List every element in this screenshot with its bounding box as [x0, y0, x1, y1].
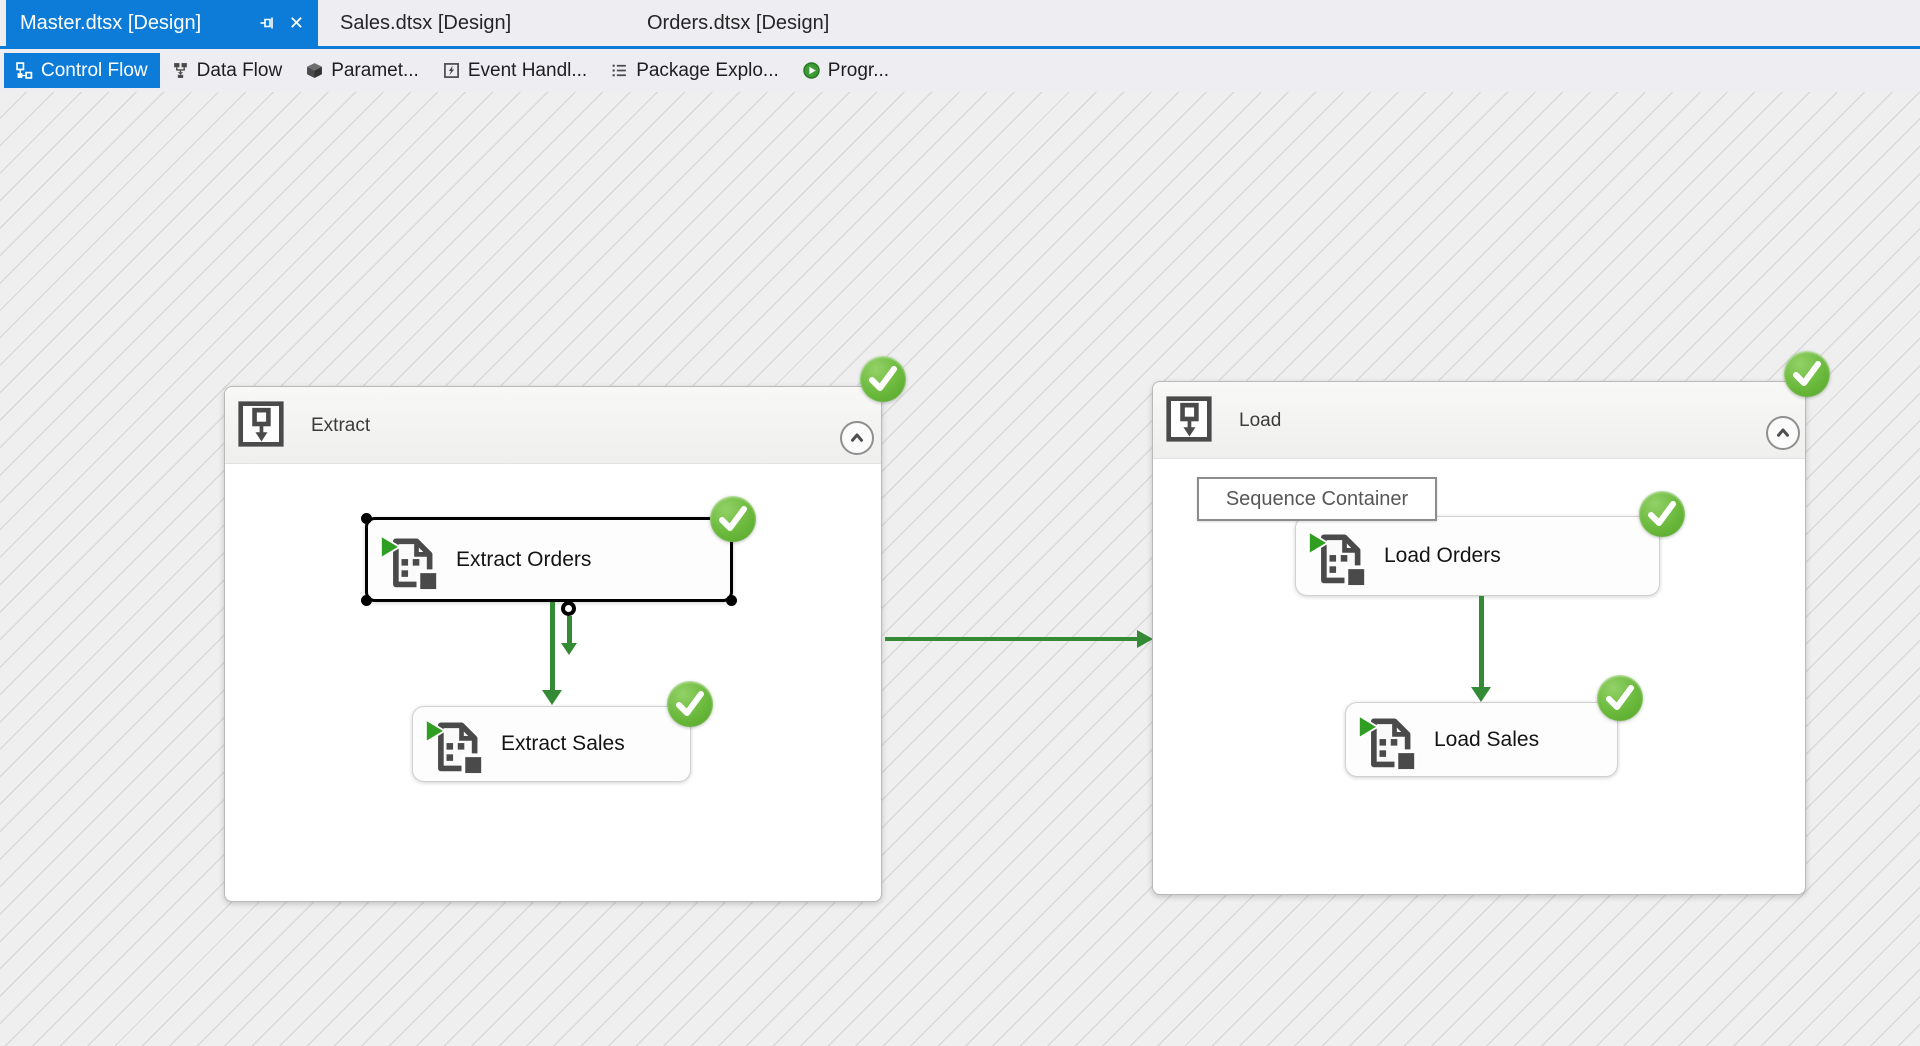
tab-label: Master.dtsx [Design] [20, 11, 202, 34]
view-progress[interactable]: Progr... [791, 53, 901, 88]
view-event-handlers[interactable]: Event Handl... [431, 53, 599, 88]
tab-sales-dtsx[interactable]: Sales.dtsx [Design] [318, 0, 625, 46]
execute-package-task-icon [379, 530, 439, 590]
selection-handle[interactable] [361, 595, 372, 606]
control-flow-icon [16, 62, 33, 79]
view-parameters[interactable]: Paramet... [294, 53, 431, 88]
execute-package-task-icon [1357, 710, 1417, 770]
precedence-constraint-line[interactable] [1479, 596, 1484, 687]
tab-label: Orders.dtsx [Design] [647, 11, 830, 34]
collapse-button[interactable] [1766, 416, 1800, 450]
execute-package-task-icon [1307, 526, 1367, 586]
view-label: Data Flow [196, 59, 283, 81]
parameters-icon [306, 62, 323, 79]
container-header: Extract [225, 387, 881, 464]
task-load-sales[interactable]: Load Sales [1345, 675, 1643, 777]
execute-package-task-icon [424, 714, 484, 774]
view-data-flow[interactable]: Data Flow [160, 53, 295, 88]
tab-label: Sales.dtsx [Design] [340, 11, 512, 34]
sequence-container-icon [237, 400, 285, 448]
package-explorer-icon [611, 62, 628, 79]
connector-stub [567, 616, 572, 644]
document-tab-bar: Master.dtsx [Design] ✕ Sales.dtsx [Desig… [0, 0, 1920, 49]
container-title: Extract [311, 415, 371, 436]
view-control-flow[interactable]: Control Flow [4, 53, 160, 88]
view-package-explorer[interactable]: Package Explo... [599, 53, 791, 88]
task-label: Load Orders [1384, 544, 1501, 567]
success-check-icon [710, 496, 756, 542]
success-check-icon [1639, 491, 1685, 537]
sequence-container-icon [1165, 395, 1213, 443]
chevron-up-icon [845, 426, 869, 450]
task-label: Extract Sales [501, 732, 625, 755]
data-flow-icon [172, 62, 189, 79]
task-extract-orders[interactable]: Extract Orders [361, 496, 756, 606]
arrow-down-icon [542, 690, 562, 705]
success-check-icon [860, 356, 906, 402]
connector-origin-dot[interactable] [561, 601, 576, 616]
task-label: Load Sales [1434, 727, 1540, 751]
tab-tools: ✕ [259, 14, 304, 32]
view-label: Progr... [827, 59, 890, 81]
view-label: Paramet... [331, 59, 419, 81]
close-icon[interactable]: ✕ [288, 13, 304, 33]
arrow-down-icon [1471, 687, 1491, 702]
success-check-icon [1784, 351, 1830, 397]
selection-handle[interactable] [726, 595, 737, 606]
view-label: Control Flow [41, 59, 148, 81]
tab-master-dtsx[interactable]: Master.dtsx [Design] ✕ [6, 0, 318, 46]
success-check-icon [1597, 675, 1643, 721]
collapse-button[interactable] [840, 421, 874, 455]
precedence-constraint-line[interactable] [550, 602, 555, 692]
selection-handle[interactable] [361, 513, 372, 524]
tooltip-sequence-container: Sequence Container [1197, 477, 1437, 521]
task-load-orders[interactable]: Load Orders [1295, 491, 1685, 596]
sequence-container-extract[interactable]: Extract Extract Orders [224, 356, 906, 902]
tooltip-text: Sequence Container [1225, 487, 1409, 510]
container-header: Load [1153, 382, 1805, 459]
task-extract-sales[interactable]: Extract Sales [412, 681, 713, 782]
event-handlers-icon [443, 62, 460, 79]
progress-icon [803, 62, 820, 79]
chevron-up-icon [1771, 421, 1795, 445]
precedence-constraint-line[interactable] [885, 637, 1140, 641]
view-label: Event Handl... [467, 59, 588, 81]
container-title: Load [1239, 410, 1282, 431]
control-flow-design-surface[interactable]: Extract Extract Orders [0, 92, 1920, 1046]
sequence-container-load[interactable]: Load Sequence Container Load Orders [1152, 351, 1830, 895]
arrow-down-icon [561, 643, 577, 655]
task-label: Extract Orders [456, 547, 592, 571]
arrow-right-icon [1137, 630, 1153, 648]
success-check-icon [667, 681, 713, 727]
view-label: Package Explo... [636, 59, 779, 81]
designer-view-toolbar: Control Flow Data Flow Paramet... Event … [0, 49, 1920, 92]
pin-icon[interactable] [259, 15, 275, 31]
tab-orders-dtsx[interactable]: Orders.dtsx [Design] [625, 0, 925, 46]
